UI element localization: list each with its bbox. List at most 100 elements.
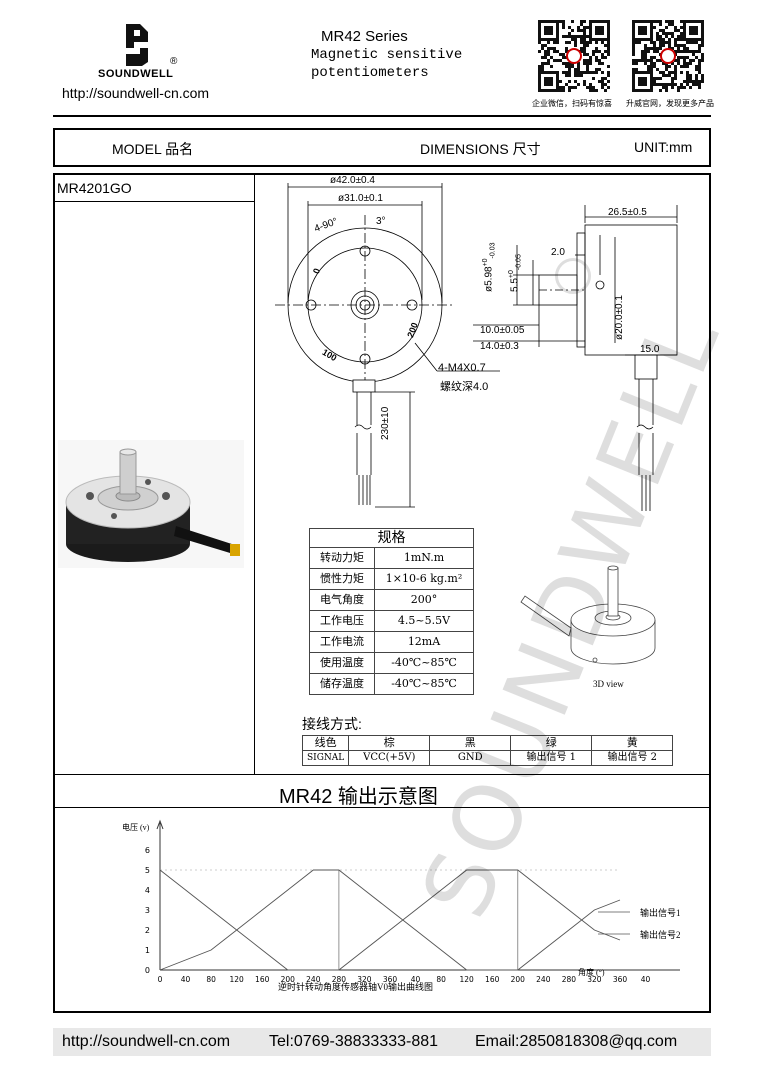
y-axis-arrow (156, 819, 164, 830)
x-tick-label: 280 (562, 975, 577, 984)
series-line-2 (159, 869, 621, 971)
product-photo (58, 440, 244, 568)
spec-label: 储存温度 (309, 673, 375, 695)
dim-step-diameter-value: 5.5 (509, 278, 521, 292)
y-tick-label: 5 (145, 866, 150, 875)
x-tick-label: 200 (511, 975, 526, 984)
y-tick-label: 4 (145, 886, 150, 895)
wiring-title: 接线方式: (302, 716, 362, 732)
spec-value: -40℃~85℃ (374, 673, 474, 695)
x-tick-label: 80 (206, 975, 216, 984)
dim-cable-length: 230±10 (380, 406, 391, 440)
spec-label: 转动力矩 (309, 547, 375, 569)
dim-shaft-tol-up: +0 (482, 258, 489, 267)
footer-tel[interactable]: Tel:0769-38833333-881 (269, 1033, 439, 1050)
view-caption: 3D view (593, 679, 624, 689)
x-tick-label: 120 (460, 975, 475, 984)
x-tick-label: 120 (230, 975, 245, 984)
footer-email[interactable]: Email:2850818308@qq.com (475, 1033, 678, 1050)
output-chart-svg: 0 1 2 3 4 5 6 0 40 80 120 160 200 240 280 320 360 40 80 120… (145, 819, 680, 984)
x-tick-label: 40 (411, 975, 421, 984)
spec-label: 惯性力矩 (309, 568, 375, 590)
x-tick-label: 40 (181, 975, 191, 984)
brand-logo (118, 22, 158, 68)
x-tick-label: 200 (281, 975, 296, 984)
x-tick-label: 360 (383, 975, 398, 984)
dim-body-width: 26.5±0.5 (608, 207, 647, 218)
wiring-header-cell: 黄 (591, 735, 674, 751)
header-rule (53, 115, 711, 117)
left-column-divider (254, 173, 255, 774)
x-tick-label: 160 (485, 975, 500, 984)
y-tick-label: 3 (145, 906, 150, 915)
x-tick-label: 40 (641, 975, 651, 984)
dim-angle-3: 3° (376, 216, 386, 227)
spec-value: 12mA (374, 631, 474, 653)
subtitle-line1: Magnetic sensitive (311, 47, 463, 63)
x-tick-label: 280 (332, 975, 347, 984)
dimensions-label: DIMENSIONS 尺寸 (420, 141, 541, 157)
product-3d-view (515, 560, 665, 670)
spec-value: 1mN.m (374, 547, 474, 569)
dim-shaft-length2: 14.0±0.3 (480, 341, 519, 352)
x-tick-label: 240 (536, 975, 551, 984)
y-tick-label: 2 (145, 926, 150, 935)
spec-row: 使用温度-40℃~85℃ (309, 652, 474, 674)
wiring-header-cell: 线色 (301, 735, 350, 751)
spec-label: 工作电流 (309, 631, 375, 653)
series-title: MR42 Series (321, 28, 408, 45)
dim-body-diameter: ø20.0±0.1 (614, 295, 625, 340)
dim-step-tol-dn: -0.05 (515, 254, 523, 271)
model-label: MODEL 品名 (112, 141, 194, 157)
wiring-cell: VCC(+5V) (348, 750, 431, 766)
spec-label: 工作电压 (309, 610, 375, 632)
output-section-rule-top (53, 774, 711, 775)
spec-value: 4.5~5.5V (374, 610, 474, 632)
header-url[interactable]: http://soundwell-cn.com (62, 85, 210, 101)
output-chart: 0 1 2 3 4 5 6 0 40 80 120 160 200 240 280 320 360 40 80 120… (100, 815, 700, 995)
wiring-header-cell: 棕 (348, 735, 431, 751)
dim-terminal: 15.0 (640, 344, 660, 355)
wiring-cell: SIGNAL (301, 750, 350, 766)
watermark-registered-icon (555, 258, 591, 294)
x-tick-label: 0 (158, 975, 163, 984)
spec-title: 规格 (309, 528, 474, 548)
dim-inner-diameter: ø31.0±0.1 (338, 193, 383, 204)
wiring-signal-row: SIGNAL VCC(+5V) GND 输出信号 1 输出信号 2 (301, 750, 674, 766)
unit-label: UNIT:mm (634, 139, 693, 155)
dim-shaft-tol-dn: -0.03 (489, 242, 497, 259)
wiring-table: 线色 棕 黑 绿 黄 SIGNAL VCC(+5V) GND 输出信号 1 输出… (301, 735, 674, 766)
y-tick-label: 0 (145, 966, 150, 975)
dim-outer-diameter: ø42.0±0.4 (330, 175, 375, 186)
x-tick-label: 320 (357, 975, 372, 984)
chart-caption: 逆时针转动角度传感器轴V0输出曲线图 (278, 982, 434, 992)
model-name: MR4201GO (57, 180, 132, 196)
spec-row: 储存温度-40℃~85℃ (309, 673, 474, 695)
footer-url[interactable]: http://soundwell-cn.com (62, 1033, 231, 1050)
qr-caption-wechat: 企业微信，扫码有惊喜 (532, 99, 612, 108)
y-tick-label: 1 (145, 946, 150, 955)
output-section-rule-bottom (53, 807, 711, 808)
spec-label: 电气角度 (309, 589, 375, 611)
subtitle-line2: potentiometers (311, 65, 429, 81)
dim-step-diameter: 5.5+0-0.05 (508, 254, 522, 292)
dim-step-length: 2.0 (551, 247, 565, 258)
spec-value: 200° (374, 589, 474, 611)
wiring-cell: 输出信号 2 (591, 750, 674, 766)
output-title: MR42 输出示意图 (279, 786, 438, 808)
qr-code-website (632, 20, 704, 92)
y-tick-label: 6 (145, 846, 150, 855)
x-tick-label: 80 (436, 975, 446, 984)
legend-signal1: 输出信号1 (640, 908, 681, 918)
series-line-1 (159, 869, 621, 971)
x-tick-label: 320 (587, 975, 602, 984)
front-view-drawing (255, 175, 710, 527)
qr-caption-website: 升威官网，发现更多产品 (626, 99, 714, 108)
dim-thread-depth: 螺纹深4.0 (440, 381, 489, 393)
